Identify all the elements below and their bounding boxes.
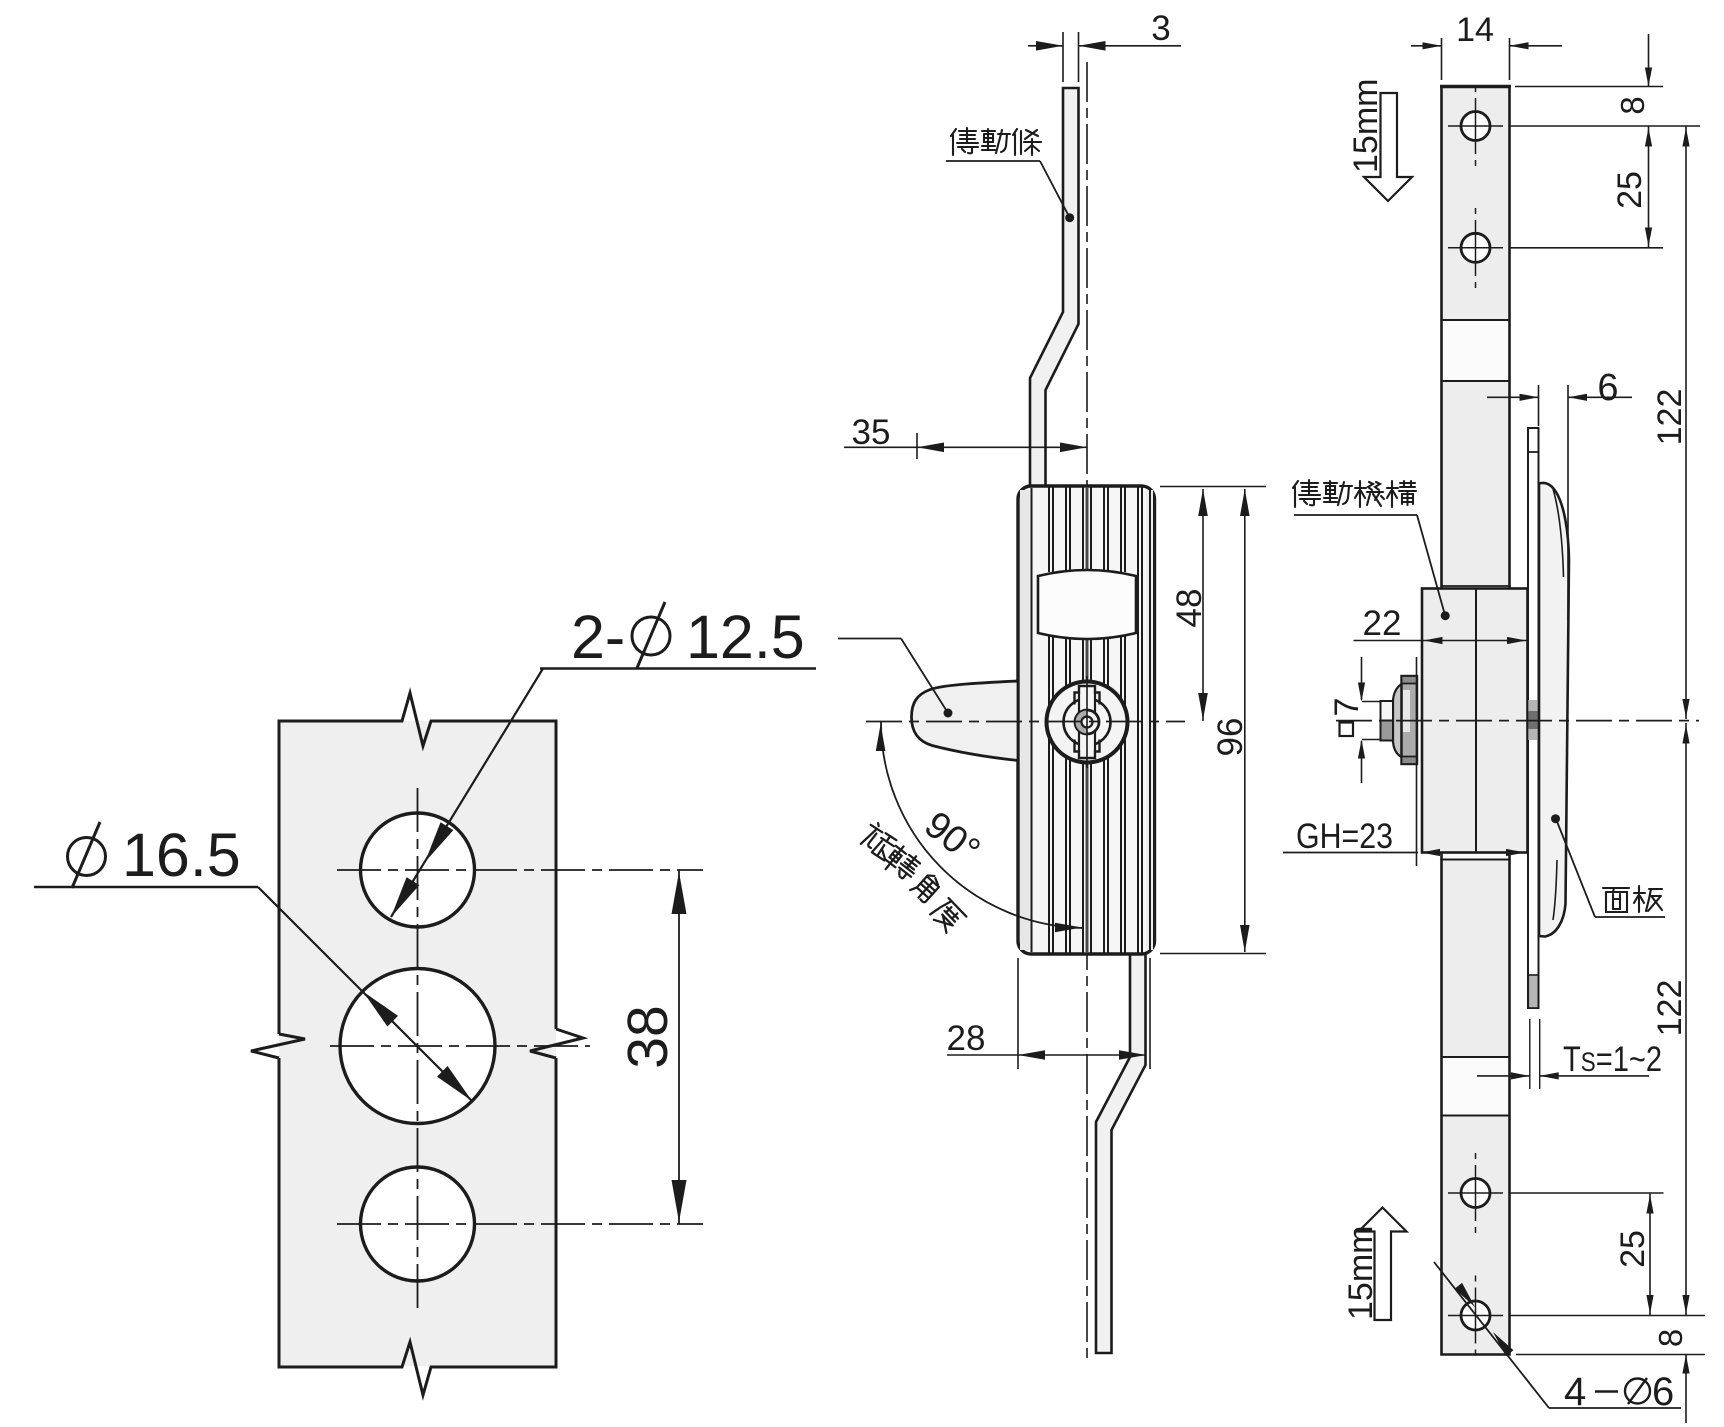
svg-text:15mm: 15mm (1347, 79, 1385, 173)
svg-text:15mm: 15mm (1342, 1226, 1380, 1320)
svg-text:4: 4 (1564, 1370, 1586, 1414)
svg-text:16.5: 16.5 (122, 821, 241, 889)
svg-text:38: 38 (616, 1005, 680, 1068)
svg-text:6: 6 (1597, 367, 1618, 409)
svg-text:122: 122 (1651, 980, 1689, 1037)
svg-text:48: 48 (1170, 589, 1209, 628)
svg-text:2-: 2- (571, 603, 625, 671)
svg-text:12.5: 12.5 (686, 603, 805, 671)
svg-text:8: 8 (1652, 1329, 1689, 1347)
svg-text:7: 7 (1328, 698, 1366, 717)
svg-text:8: 8 (1614, 96, 1651, 114)
svg-text:25: 25 (1614, 1230, 1652, 1268)
svg-text:35: 35 (852, 413, 891, 452)
svg-text:90°: 90° (916, 804, 987, 872)
svg-text:122: 122 (1651, 389, 1689, 446)
svg-text:22: 22 (1363, 604, 1402, 643)
svg-text:TS=1~2: TS=1~2 (1563, 1040, 1662, 1079)
svg-text:28: 28 (947, 1019, 986, 1058)
svg-text:25: 25 (1611, 171, 1649, 209)
svg-text:14: 14 (1456, 11, 1494, 49)
svg-text:GH=23: GH=23 (1296, 817, 1393, 856)
svg-text:96: 96 (1211, 718, 1250, 757)
svg-text:3: 3 (1151, 9, 1170, 48)
svg-text:6: 6 (1652, 1370, 1674, 1414)
